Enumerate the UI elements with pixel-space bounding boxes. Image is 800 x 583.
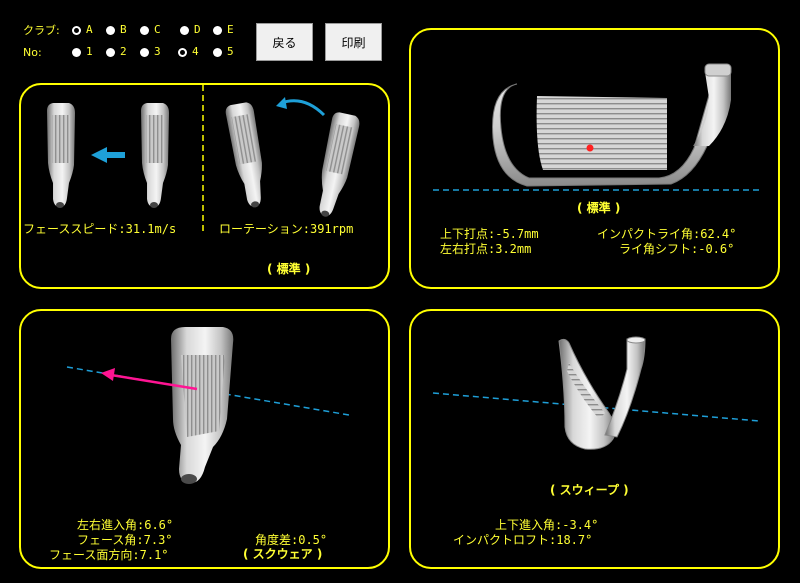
number-radio-1[interactable] [72, 48, 81, 57]
club-label: クラブ: [23, 24, 60, 37]
number-radio-label-3: 3 [154, 45, 161, 58]
sweep-graphic [432, 336, 760, 450]
club-radio-label-a: A [86, 23, 93, 36]
sweep-result: ( スウィープ ) [550, 483, 629, 497]
face-speed-value: フェーススピード:31.1m/s [23, 222, 177, 236]
lie-shift-value: ライ角シフト:-0.6° [619, 242, 735, 256]
club-radio-d[interactable] [180, 26, 189, 35]
number-radio-3[interactable] [140, 48, 149, 57]
club-radio-e[interactable] [213, 26, 222, 35]
speed-panel: フェーススピード:31.1m/s ローテーション:391rpm ( 標準 ) [19, 83, 390, 289]
print-button[interactable]: 印刷 [325, 23, 382, 61]
impact-graphic [433, 63, 759, 191]
speed-result: ( 標準 ) [267, 262, 311, 276]
face-result: ( スクウェア ) [243, 547, 323, 561]
face-direction-value: フェース面方向:7.1° [49, 548, 169, 562]
back-button[interactable]: 戻る [256, 23, 313, 61]
impact-result: ( 標準 ) [577, 201, 621, 215]
club-radio-a[interactable] [72, 26, 81, 35]
club-speed-graphic [47, 85, 360, 233]
impact-loft-value: インパクトロフト:18.7° [453, 533, 593, 547]
number-radio-label-4: 4 [192, 45, 199, 58]
club-radio-label-e: E [227, 23, 234, 36]
horizontal-point-value: 左右打点:3.2mm [440, 242, 532, 256]
entry-angle-value: 左右進入角:6.6° [77, 518, 174, 532]
face-angle-value: フェース角:7.3° [77, 533, 173, 547]
impact-panel: ( 標準 ) 上下打点:-5.7mm 左右打点:3.2mm インパクトライ角:6… [409, 28, 780, 289]
face-angle-graphic [66, 327, 350, 484]
angle-diff-value: 角度差:0.5° [255, 533, 328, 547]
vertical-point-value: 上下打点:-5.7mm [440, 227, 539, 241]
club-radio-label-d: D [194, 23, 201, 36]
number-radio-5[interactable] [213, 48, 222, 57]
club-radio-c[interactable] [140, 26, 149, 35]
rotation-value: ローテーション:391rpm [219, 222, 354, 236]
number-radio-4[interactable] [178, 48, 187, 57]
club-radio-label-b: B [120, 23, 127, 36]
impact-lie-value: インパクトライ角:62.4° [597, 227, 737, 241]
number-radio-label-5: 5 [227, 45, 234, 58]
club-radio-b[interactable] [106, 26, 115, 35]
sweep-panel: ( スウィープ ) 上下進入角:-3.4° インパクトロフト:18.7° [409, 309, 780, 569]
vertical-entry-value: 上下進入角:-3.4° [495, 518, 599, 532]
club-radio-label-c: C [154, 23, 161, 36]
number-radio-label-2: 2 [120, 45, 127, 58]
number-radio-2[interactable] [106, 48, 115, 57]
number-label: No: [23, 46, 42, 59]
number-radio-label-1: 1 [86, 45, 93, 58]
face-angle-panel: 左右進入角:6.6° フェース角:7.3° フェース面方向:7.1° 角度差:0… [19, 309, 390, 569]
